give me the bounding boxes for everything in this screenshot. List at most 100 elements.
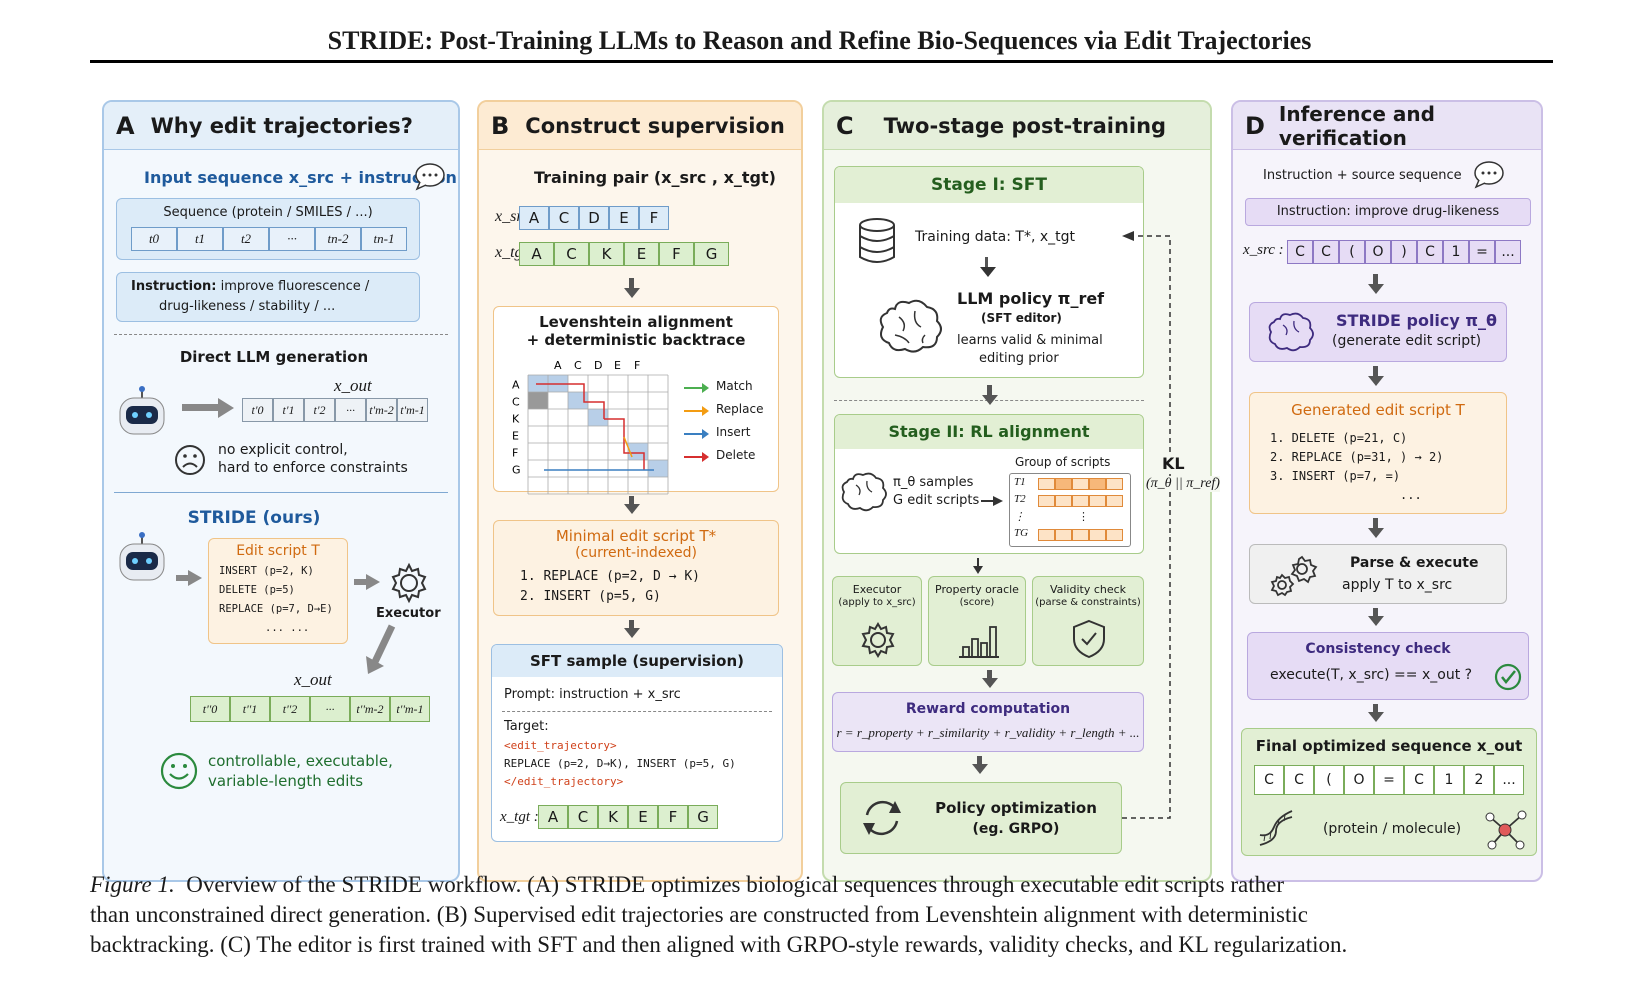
- positive-line2: variable-length edits: [208, 772, 364, 790]
- legend-arrowhead: [702, 383, 709, 393]
- down-arrow-icon: [1368, 528, 1384, 538]
- lev-line1: Levenshtein alignment: [539, 313, 733, 331]
- xtgt-label: x_tgt :: [500, 809, 539, 825]
- xout-label: x_out: [334, 376, 372, 395]
- script-cell: [1089, 478, 1106, 490]
- token: t'1: [273, 398, 304, 422]
- arrow-icon: [354, 574, 380, 590]
- consistency-eq: execute(T, x_src) == x_out ?: [1270, 667, 1473, 683]
- instruction-box: Instruction: improve fluorescence / drug…: [116, 272, 420, 322]
- group-row-label: T1: [1014, 476, 1026, 488]
- alignment-box: Levenshtein alignment + deterministic ba…: [493, 306, 779, 495]
- gears-icon: [1270, 555, 1318, 597]
- legend-arrowhead: [702, 406, 709, 416]
- token: G: [688, 805, 718, 829]
- llm-policy: LLM policy π_ref: [957, 289, 1105, 308]
- legend-arrow-icon: [684, 410, 704, 412]
- arrow-icon: [182, 398, 234, 418]
- token: t''1: [230, 696, 270, 722]
- edit-script-box: Edit script T INSERT (p=2, K)DELETE (p=5…: [208, 538, 348, 644]
- token: t'2: [304, 398, 335, 422]
- panel-letter: D: [1245, 111, 1265, 140]
- script-cell: [1038, 529, 1055, 541]
- samples-line1: π_θ samples: [893, 475, 974, 490]
- reward-title: Reward computation: [905, 701, 1071, 717]
- kl-label: KL: [1162, 454, 1185, 473]
- refresh-icon: [863, 800, 901, 836]
- check-circle-icon: [1494, 663, 1522, 691]
- consistency-box: Consistency check execute(T, x_src) == x…: [1247, 632, 1529, 700]
- token: 2: [1464, 765, 1494, 795]
- token: K: [598, 805, 628, 829]
- token: C: [554, 242, 589, 266]
- sft-editor: (SFT editor): [981, 311, 1062, 325]
- negative-line1: no explicit control,: [218, 442, 348, 458]
- caption: Figure 1. Overview of the STRIDE workflo…: [90, 870, 1553, 960]
- stage1-title: Stage I: SFT: [931, 175, 1047, 195]
- learns-line1: learns valid & minimal: [957, 333, 1103, 348]
- caption-line1: Figure 1. Overview of the STRIDE workflo…: [90, 870, 1553, 900]
- min-line-1: 1. REPLACE (p=2, D → K): [520, 569, 701, 584]
- group-row-label: TG: [1014, 527, 1029, 539]
- token: t''m-2: [350, 696, 390, 722]
- col-label: C: [574, 359, 582, 372]
- legend-label: Insert: [716, 425, 751, 439]
- script-cell: [1038, 495, 1055, 507]
- legend-arrow-icon: [684, 433, 704, 435]
- instruction-line1: improve fluorescence /: [220, 279, 370, 294]
- edit-script-title: Edit script T: [236, 543, 320, 559]
- instr-src-label: Instruction + source sequence: [1263, 168, 1462, 183]
- down-arrow-icon: [980, 267, 996, 277]
- panel-letter: C: [836, 111, 854, 140]
- executor-sub: (apply to x_src): [838, 597, 916, 608]
- token: ···: [310, 696, 350, 722]
- token: t1: [177, 227, 223, 251]
- generated-script-box: Generated edit script T 1. DELETE (p=21,…: [1249, 392, 1507, 514]
- tag-open: <edit_trajectory>: [504, 739, 617, 752]
- final-title: Final optimized sequence x_out: [1255, 737, 1523, 755]
- min-script-box: Minimal edit script T* (current-indexed)…: [493, 520, 779, 616]
- arrow-stem: [1373, 518, 1378, 528]
- token: t'm-1: [397, 398, 428, 422]
- legend-arrowhead: [702, 452, 709, 462]
- arrow-stem: [1373, 704, 1378, 712]
- down-arrow-icon: [982, 678, 998, 688]
- script-cell: [1089, 529, 1106, 541]
- legend-label: Match: [716, 379, 753, 393]
- arrow-stem: [629, 620, 634, 628]
- arrow-stem: [1373, 366, 1378, 376]
- script-cell: [1106, 529, 1123, 541]
- training-data: Training data: T*, x_tgt: [915, 229, 1075, 245]
- script-cell: [1089, 495, 1106, 507]
- token: A: [519, 206, 549, 230]
- caption-text-2: than unconstrained direct generation. (B…: [90, 902, 1308, 927]
- token: E: [628, 805, 658, 829]
- token: ···: [335, 398, 366, 422]
- sft-sample-box: SFT sample (supervision) Prompt: instruc…: [491, 644, 783, 842]
- token: t0: [131, 227, 177, 251]
- token: C: [1287, 240, 1313, 264]
- smile-face-icon: [160, 752, 198, 790]
- consistency-title: Consistency check: [1305, 641, 1451, 657]
- edit-line: REPLACE (p=7, D→E): [219, 603, 333, 615]
- kl-sub: (π_θ || π_ref): [1146, 476, 1220, 492]
- brain-icon: [879, 299, 942, 353]
- executor-box: Executor (apply to x_src): [832, 576, 922, 666]
- token: ···: [269, 227, 315, 251]
- generated-line: 3. INSERT (p=7, =): [1270, 469, 1401, 483]
- row-label: G: [512, 464, 521, 477]
- backtrace-path: [536, 383, 605, 419]
- grid-cell: [648, 460, 668, 477]
- grid-cell: [528, 392, 548, 409]
- token: (: [1314, 765, 1344, 795]
- token: t''2: [270, 696, 310, 722]
- sft-title: SFT sample (supervision): [529, 652, 745, 670]
- token: O: [1344, 765, 1374, 795]
- prompt-text: Prompt: instruction + x_src: [504, 687, 681, 702]
- validity-label: Validity check: [1049, 583, 1127, 596]
- min-script-title: Minimal edit script T*: [555, 527, 717, 545]
- token: t'0: [242, 398, 273, 422]
- token: O: [1365, 240, 1391, 264]
